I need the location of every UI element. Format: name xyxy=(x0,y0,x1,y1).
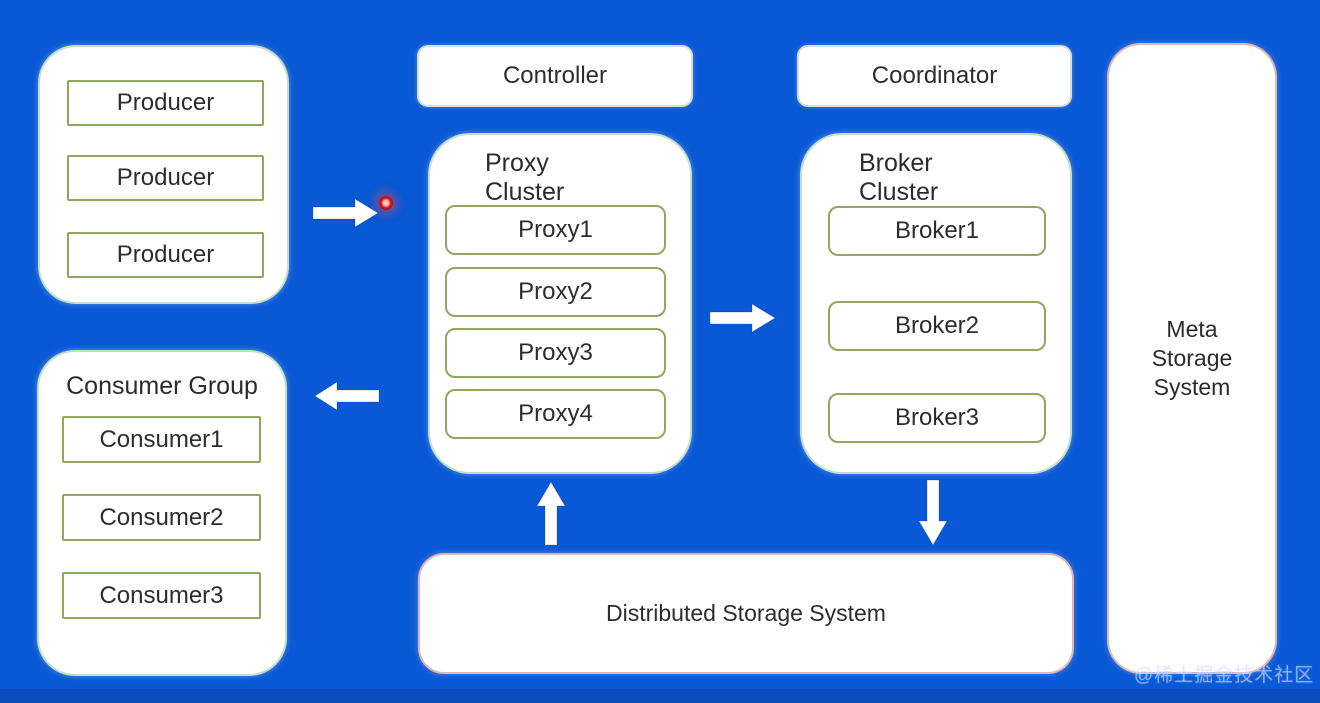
consumer-label: Consumer1 xyxy=(99,425,224,453)
broker-node: Broker2 xyxy=(828,301,1046,351)
arrow-right-icon xyxy=(313,197,379,229)
coordinator-label: Coordinator xyxy=(871,62,998,89)
producer-node: Producer xyxy=(67,80,264,126)
broker-cluster-title-line2: Cluster xyxy=(859,178,939,206)
producer-node: Producer xyxy=(67,232,264,278)
consumer-label: Consumer2 xyxy=(99,503,224,531)
arrow-right-icon xyxy=(710,302,776,334)
broker-node: Broker3 xyxy=(828,393,1046,443)
controller-label: Controller xyxy=(502,62,608,89)
broker-label: Broker2 xyxy=(894,312,980,339)
producer-panel: Producer Producer Producer xyxy=(38,45,289,304)
producer-label: Producer xyxy=(116,164,215,191)
bottom-band xyxy=(0,689,1320,703)
controller-box: Controller xyxy=(417,45,693,107)
broker-node: Broker1 xyxy=(828,206,1046,256)
laser-pointer-dot xyxy=(379,196,393,210)
meta-storage-label: Meta Storage System xyxy=(1152,315,1233,402)
arrow-down-icon xyxy=(918,480,948,545)
distributed-storage-panel: Distributed Storage System xyxy=(418,553,1074,674)
consumer-group-title: Consumer Group xyxy=(66,372,258,400)
proxy-node: Proxy2 xyxy=(445,267,666,317)
consumer-label: Consumer3 xyxy=(99,581,224,609)
producer-label: Producer xyxy=(116,89,215,116)
meta-storage-line2: Storage xyxy=(1151,345,1233,371)
meta-storage-line3: System xyxy=(1153,374,1231,400)
proxy-label: Proxy4 xyxy=(518,400,593,427)
watermark: @稀土掘金技术社区 xyxy=(1134,665,1315,686)
arrow-left-icon xyxy=(314,380,379,412)
consumer-node: Consumer1 xyxy=(62,416,261,463)
meta-storage-panel: Meta Storage System xyxy=(1107,43,1277,674)
arrow-up-icon xyxy=(536,482,566,545)
meta-storage-line1: Meta xyxy=(1166,316,1218,342)
proxy-cluster-title-line2: Cluster xyxy=(485,178,565,206)
broker-cluster-title-line1: Broker xyxy=(859,149,933,177)
proxy-label: Proxy3 xyxy=(518,339,593,366)
distributed-storage-label: Distributed Storage System xyxy=(606,600,886,626)
proxy-label: Proxy2 xyxy=(518,278,593,305)
broker-cluster-title: Broker Cluster xyxy=(859,149,938,207)
proxy-node: Proxy4 xyxy=(445,389,666,439)
broker-label: Broker3 xyxy=(894,404,980,431)
consumer-node: Consumer3 xyxy=(62,572,261,619)
producer-label: Producer xyxy=(116,241,215,268)
broker-cluster-panel: Broker Cluster Broker1 Broker2 Broker3 xyxy=(800,133,1072,474)
consumer-group-panel: Consumer Group Consumer1 Consumer2 Consu… xyxy=(37,350,287,676)
consumer-node: Consumer2 xyxy=(62,494,261,541)
producer-node: Producer xyxy=(67,155,264,201)
proxy-cluster-title: Proxy Cluster xyxy=(485,149,564,207)
proxy-cluster-panel: Proxy Cluster Proxy1 Proxy2 Proxy3 Proxy… xyxy=(428,133,692,474)
proxy-cluster-title-line1: Proxy xyxy=(485,149,549,177)
proxy-node: Proxy1 xyxy=(445,205,666,255)
proxy-node: Proxy3 xyxy=(445,328,666,378)
coordinator-box: Coordinator xyxy=(797,45,1072,107)
broker-label: Broker1 xyxy=(894,217,980,244)
proxy-label: Proxy1 xyxy=(518,216,593,243)
